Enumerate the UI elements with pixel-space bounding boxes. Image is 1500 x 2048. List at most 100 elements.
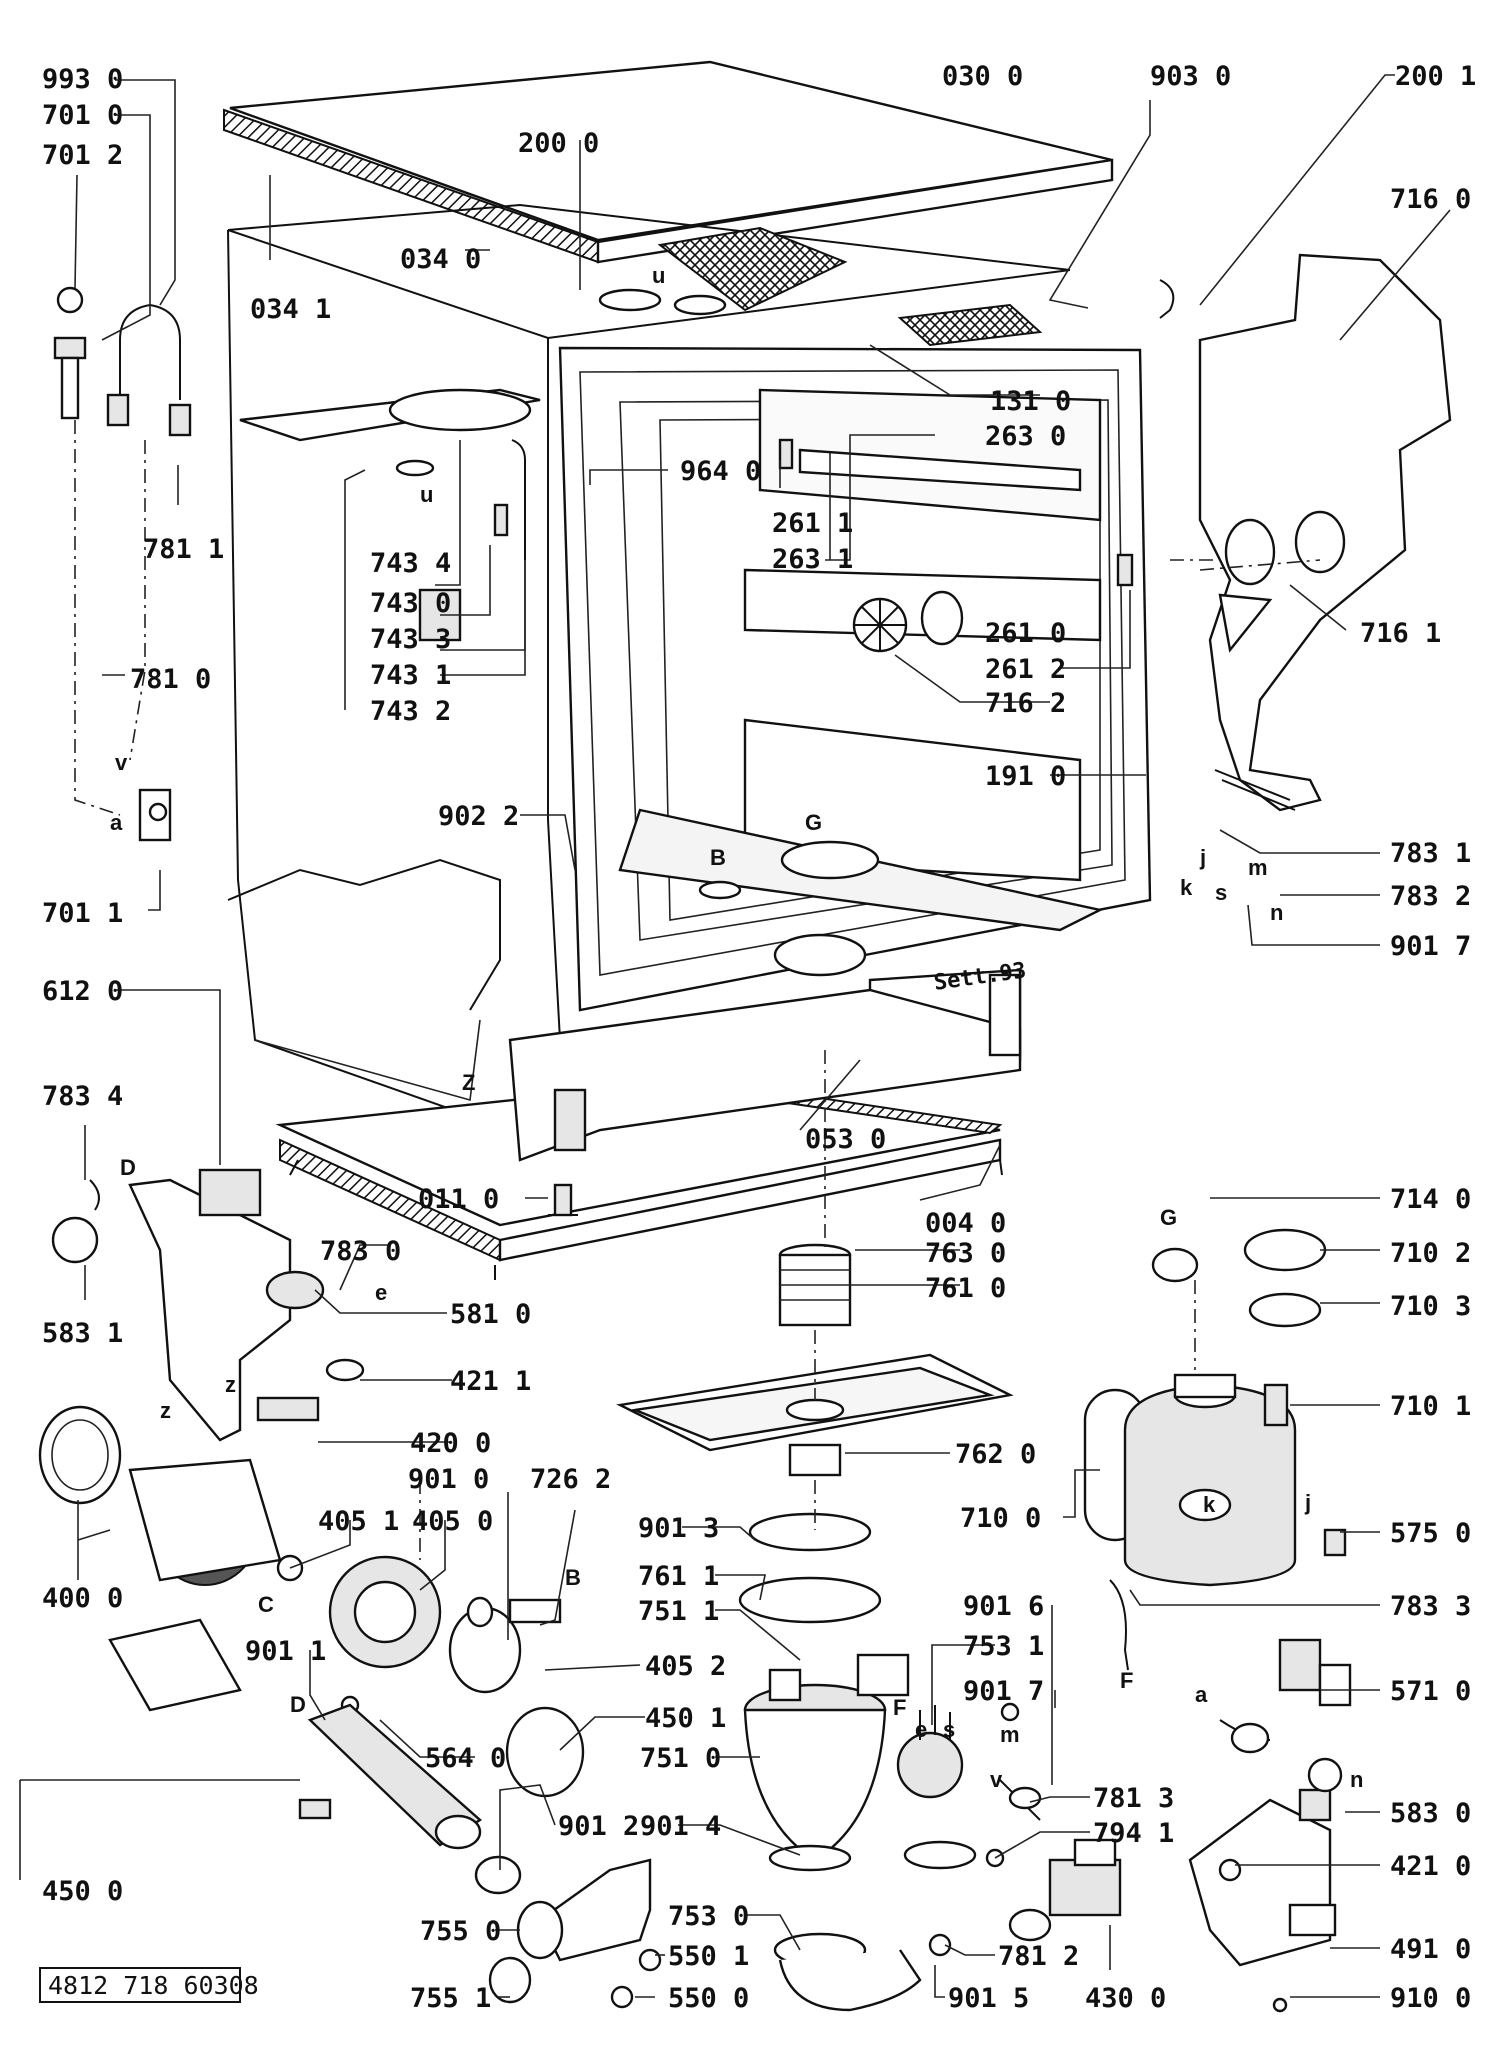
label-701-0: 701 0 bbox=[42, 100, 123, 131]
label-612-0: 612 0 bbox=[42, 976, 123, 1007]
label-263-0: 263 0 bbox=[985, 421, 1066, 452]
label-993-0: 993 0 bbox=[42, 64, 123, 95]
control-board-612 bbox=[51, 1168, 365, 1442]
reference-number: 4812 718 60308 bbox=[48, 1971, 259, 2000]
label-575-0: 575 0 bbox=[1390, 1518, 1471, 1549]
label-550-0: 550 0 bbox=[668, 1983, 749, 2014]
cabinet-frame bbox=[227, 203, 1071, 1131]
letter-n-side: n bbox=[1270, 900, 1283, 925]
label-421-1: 421 1 bbox=[450, 1366, 531, 1397]
label-716-0: 716 0 bbox=[1390, 184, 1471, 215]
label-191-0: 191 0 bbox=[985, 761, 1066, 792]
letter-u-tray: u bbox=[420, 482, 433, 507]
label-034-1: 034 1 bbox=[250, 294, 331, 325]
label-701-1: 701 1 bbox=[42, 898, 123, 929]
letter-F-softener: F bbox=[1120, 1668, 1133, 1693]
label-571-0: 571 0 bbox=[1390, 1676, 1471, 1707]
label-743-2: 743 2 bbox=[370, 696, 451, 727]
letter-v-level: v bbox=[990, 1767, 1003, 1792]
sump-751 bbox=[738, 1512, 922, 2012]
label-783-1: 783 1 bbox=[1390, 838, 1471, 869]
letter-v-left: v bbox=[115, 750, 128, 775]
letter-s-level: s bbox=[943, 1717, 955, 1742]
label-901-4: 901 4 bbox=[640, 1811, 721, 1842]
label-583-1: 583 1 bbox=[42, 1318, 123, 1349]
solenoid-571 bbox=[1219, 1638, 1352, 1754]
label-755-0: 755 0 bbox=[420, 1916, 501, 1947]
worktop-030 bbox=[223, 60, 1114, 264]
label-261-0: 261 0 bbox=[985, 618, 1066, 649]
label-263-1: 263 1 bbox=[772, 544, 853, 575]
label-200-0: 200 0 bbox=[518, 128, 599, 159]
label-783-2: 783 2 bbox=[1390, 881, 1471, 912]
letter-e-level: e bbox=[915, 1717, 927, 1742]
label-901-3: 901 3 bbox=[638, 1513, 719, 1544]
letter-m-level: m bbox=[1000, 1722, 1020, 1747]
label-903-0: 903 0 bbox=[1150, 61, 1231, 92]
tub-interior bbox=[618, 388, 1134, 1062]
side-panel-716 bbox=[1159, 253, 1452, 812]
leader-lines bbox=[19, 74, 1451, 1998]
letter-G-tub: G bbox=[805, 810, 822, 835]
label-710-3: 710 3 bbox=[1390, 1291, 1471, 1322]
label-781-3: 781 3 bbox=[1093, 1783, 1174, 1814]
water-level-753 bbox=[896, 1702, 1042, 1957]
softener-710 bbox=[1083, 1228, 1347, 1671]
label-011-0: 011 0 bbox=[418, 1184, 499, 1215]
label-405-2: 405 2 bbox=[645, 1651, 726, 1682]
letter-k-softener: k bbox=[1203, 1492, 1216, 1517]
label-710-1: 710 1 bbox=[1390, 1391, 1471, 1422]
letter-a-left: a bbox=[110, 810, 123, 835]
label-743-0: 743 0 bbox=[370, 588, 451, 619]
filter-763 bbox=[778, 1243, 852, 1327]
label-261-1: 261 1 bbox=[772, 508, 853, 539]
label-763-0: 763 0 bbox=[925, 1238, 1006, 1269]
label-964-0: 964 0 bbox=[680, 456, 761, 487]
letter-u-top: u bbox=[652, 263, 665, 288]
label-901-0: 901 0 bbox=[408, 1464, 489, 1495]
label-034-0: 034 0 bbox=[400, 244, 481, 275]
label-450-1: 450 1 bbox=[645, 1703, 726, 1734]
label-004-0: 004 0 bbox=[925, 1208, 1006, 1239]
label-430-0: 430 0 bbox=[1085, 1983, 1166, 2014]
fine-filter-762 bbox=[616, 1353, 1014, 1477]
label-701-2: 701 2 bbox=[42, 140, 123, 171]
label-450-0: 450 0 bbox=[42, 1876, 123, 1907]
label-743-1: 743 1 bbox=[370, 660, 451, 691]
letter-k-side: k bbox=[1180, 875, 1193, 900]
plinth-004 bbox=[275, 1078, 1003, 1280]
label-743-3: 743 3 bbox=[370, 624, 451, 655]
label-400-0: 400 0 bbox=[42, 1583, 123, 1614]
label-564-0: 564 0 bbox=[425, 1743, 506, 1774]
label-901-6: 901 6 bbox=[963, 1591, 1044, 1622]
letter-e-board: e bbox=[375, 1280, 387, 1305]
label-751-0: 751 0 bbox=[640, 1743, 721, 1774]
valve-430 bbox=[1008, 1838, 1122, 1942]
pump-405 bbox=[328, 1555, 585, 1798]
label-902-2: 902 2 bbox=[438, 801, 519, 832]
letter-n-board: n bbox=[1350, 1767, 1363, 1792]
label-783-0: 783 0 bbox=[320, 1236, 401, 1267]
label-716-1: 716 1 bbox=[1360, 618, 1441, 649]
water-tray-743 bbox=[239, 388, 541, 560]
inlet-assembly-701 bbox=[53, 286, 192, 842]
label-901-2: 901 2 bbox=[558, 1811, 639, 1842]
label-261-2: 261 2 bbox=[985, 654, 1066, 685]
label-716-2: 716 2 bbox=[985, 688, 1066, 719]
label-783-3: 783 3 bbox=[1390, 1591, 1471, 1622]
label-420-0: 420 0 bbox=[410, 1428, 491, 1459]
label-583-0: 583 0 bbox=[1390, 1798, 1471, 1829]
label-753-1: 753 1 bbox=[963, 1631, 1044, 1662]
letter-F-sump: F bbox=[893, 1695, 906, 1720]
letter-m-side: m bbox=[1248, 855, 1268, 880]
letter-Z-cabinet: Z bbox=[462, 1070, 475, 1095]
heater-450 bbox=[298, 1703, 522, 1895]
letter-s-side: s bbox=[1215, 880, 1227, 905]
label-901-1: 901 1 bbox=[245, 1636, 326, 1667]
label-783-4: 783 4 bbox=[42, 1081, 123, 1112]
label-421-0: 421 0 bbox=[1390, 1851, 1471, 1882]
label-491-0: 491 0 bbox=[1390, 1934, 1471, 1965]
label-901-7-b: 901 7 bbox=[963, 1676, 1044, 1707]
letter-j-softener: j bbox=[1304, 1490, 1311, 1515]
